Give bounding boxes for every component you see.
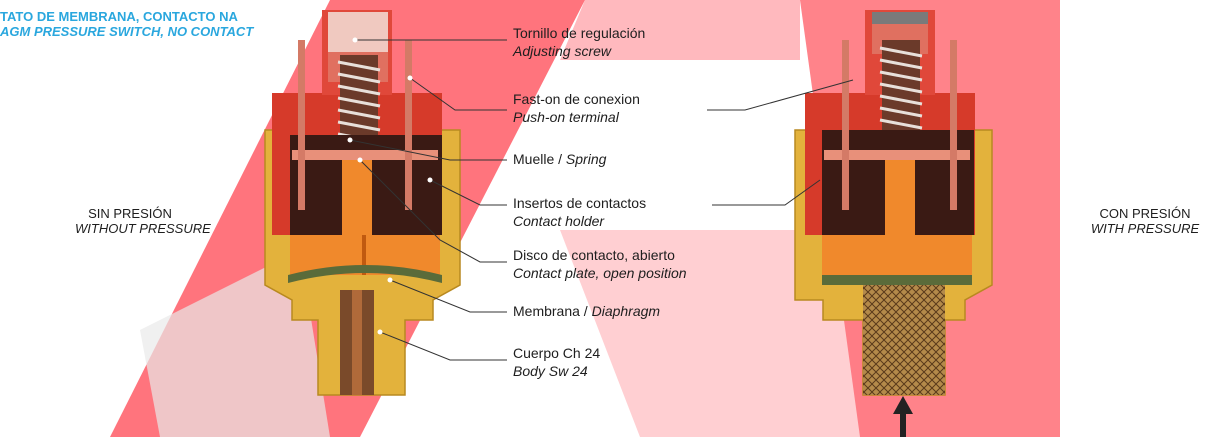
callout-body: Cuerpo Ch 24 Body Sw 24 — [513, 344, 600, 380]
callout-push-on-terminal-es: Fast-on de conexion — [513, 91, 640, 107]
left-state-label: SIN PRESIÓN WITHOUT PRESSURE — [75, 206, 211, 236]
callout-contact-holder: Insertos de contactos Contact holder — [513, 194, 646, 230]
callout-body-es: Cuerpo Ch 24 — [513, 345, 601, 361]
callout-spring-es: Muelle / — [513, 151, 566, 167]
callout-body-en: Body Sw 24 — [513, 363, 588, 379]
callout-adjusting-screw-en: Adjusting screw — [513, 43, 612, 59]
callout-contact-plate: Disco de contacto, abierto Contact plate… — [513, 246, 687, 282]
callout-contact-plate-es: Disco de contacto, abierto — [513, 247, 675, 263]
callout-leader-lines — [349, 39, 854, 361]
right-state-en: WITH PRESSURE — [1090, 221, 1200, 236]
callout-adjusting-screw-es: Tornillo de regulación — [513, 25, 646, 41]
callout-contact-holder-es: Insertos de contactos — [513, 195, 647, 211]
callout-contact-holder-en: Contact holder — [513, 213, 605, 229]
pressure-arrow-icon — [893, 396, 913, 437]
header-title-es: TATO DE MEMBRANA, CONTACTO NA — [0, 9, 238, 24]
callout-adjusting-screw: Tornillo de regulación Adjusting screw — [513, 24, 645, 60]
callout-diaphragm-es: Membrana / — [513, 303, 592, 319]
right-spring — [879, 46, 923, 130]
right-state-label: CON PRESIÓN WITH PRESSURE — [1090, 206, 1200, 236]
callout-contact-plate-en: Contact plate, open position — [513, 265, 687, 281]
callout-push-on-terminal-en: Push-on terminal — [513, 109, 619, 125]
right-state-es: CON PRESIÓN — [1099, 206, 1191, 221]
left-state-en: WITHOUT PRESSURE — [75, 221, 211, 236]
callout-push-on-terminal: Fast-on de conexion Push-on terminal — [513, 90, 640, 126]
left-state-es: SIN PRESIÓN — [88, 206, 172, 221]
callout-diaphragm-en: Diaphragm — [591, 303, 661, 319]
callout-diaphragm: Membrana / Diaphragm — [513, 302, 660, 320]
header-title-en: AGM PRESSURE SWITCH, NO CONTACT — [0, 24, 254, 39]
callout-dots — [347, 37, 433, 335]
right-switch-cutaway — [794, 10, 993, 396]
callout-spring-en: Spring — [565, 151, 607, 167]
left-switch-cutaway — [264, 10, 461, 396]
callout-spring: Muelle / Spring — [513, 150, 606, 168]
